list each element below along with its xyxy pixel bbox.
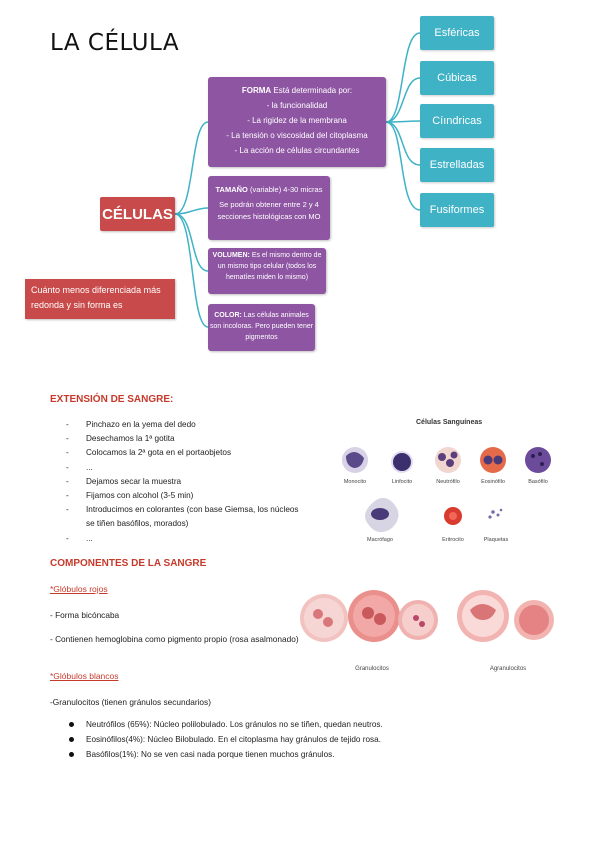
cell-label: Monocito (344, 479, 366, 485)
list-item: Neutrófilos (65%): Núcleo polilobulado. … (66, 717, 506, 732)
shape-cilindricas: Cíındricas (420, 104, 494, 138)
agranulocyte-cell-1 (457, 590, 509, 642)
list-item: Dejamos secar la muestra (66, 475, 306, 489)
extension-steps: Pinchazo en la yema del dedo Desechamos … (66, 418, 306, 546)
leukocytes-figure: Granulocitos Agranulocitos (300, 590, 554, 672)
platelets-cell (488, 508, 503, 519)
page-title: LA CÉLULA (50, 30, 180, 56)
forma-item: - La rigidez de la membrana (247, 116, 347, 125)
cell-label: Neutrófilo (436, 479, 460, 485)
blancos-line-1: -Granulocitos (tienen gránulos secundari… (50, 697, 211, 707)
lymphocyte-cell (391, 451, 413, 473)
central-node-celulas: CÉLULAS (100, 197, 175, 231)
tamano-header: TAMAÑO (variable) 4-30 micras (215, 185, 323, 194)
monocyte-cell (342, 447, 368, 473)
blood-cells-figure-title: Células Sanguíneas (416, 419, 483, 426)
color-box: COLOR: Las células animales son incolora… (208, 304, 315, 351)
rojos-line-2: - Contienen hemoglobina como pigmento pr… (50, 634, 299, 644)
shape-cubicas: Cúbicas (420, 61, 494, 95)
granulocitos-list: Neutrófilos (65%): Núcleo polilobulado. … (66, 717, 506, 762)
cell-label: Plaquetas (484, 537, 509, 543)
list-item: Pinchazo en la yema del dedo (66, 418, 306, 432)
erythrocyte-cell (444, 507, 462, 525)
forma-header: FORMA Está determinada por: (241, 86, 353, 95)
list-item: Basófilos(1%): No se ven casi nada porqu… (66, 747, 506, 762)
list-item: Eosinófilos(4%): Núcleo Bilobulado. En e… (66, 732, 506, 747)
basophil-cell (525, 447, 551, 473)
tamano-detail: Se podrán obtener entre 2 y 4 secciones … (217, 200, 321, 221)
list-item: ... (66, 461, 306, 475)
tamano-box: TAMAÑO (variable) 4-30 micras Se podrán … (208, 176, 330, 240)
forma-box: FORMA Está determinada por: - la funcion… (208, 77, 386, 167)
cell-label: Macrófago (367, 537, 393, 543)
componentes-heading: COMPONENTES DE LA SANGRE (50, 558, 207, 569)
list-item: Introducimos en colorantes (con base Gie… (66, 503, 306, 531)
shape-fusiformes: Fusiformes (420, 193, 494, 227)
eosinophil-cell (480, 447, 506, 473)
cell-label: Basófilo (528, 479, 548, 485)
cell-label: Eosinófilo (481, 479, 505, 485)
globulos-rojos-heading: *Glóbulos rojos (50, 584, 108, 594)
granulocyte-cell-1 (300, 594, 348, 642)
list-item: Fijamos con alcohol (3-5 min) (66, 489, 306, 503)
list-item: Colocamos la 2ª gota en el portaobjetos (66, 446, 306, 460)
rojos-line-1: - Forma bicóncaba (50, 610, 120, 620)
shape-esfericas: Esféricas (420, 16, 494, 50)
extension-heading: EXTENSIÓN DE SANGRE: (50, 394, 174, 405)
granulocyte-cell-3 (398, 600, 438, 640)
group-label: Granulocitos (355, 666, 389, 672)
note-box: Cuánto menos diferenciada más redonda y … (25, 279, 175, 319)
shape-estrelladas: Estrelladas (420, 148, 494, 182)
blood-cells-figure: Monocito Linfocito Neutrófilo Eosinófilo… (342, 447, 551, 543)
forma-item: - La tensión o viscosidad del citoplasma (226, 131, 368, 140)
mindmap-connectors (174, 32, 421, 328)
list-item: Desechamos la 1ª gotita (66, 432, 306, 446)
group-label: Agranulocitos (490, 666, 526, 672)
forma-item: - La acción de células circundantes (234, 146, 360, 155)
cell-label: Eritrocito (442, 537, 464, 543)
cell-label: Linfocito (392, 479, 413, 485)
globulos-blancos-heading: *Glóbulos blancos (50, 671, 119, 681)
granulocyte-cell-2 (348, 590, 400, 642)
neutrophil-cell (435, 447, 461, 473)
volumen-box: VOLUMEN: Es el mismo dentro de un mismo … (208, 248, 326, 294)
list-item: ... (66, 532, 306, 546)
agranulocyte-cell-2 (514, 600, 554, 640)
forma-item: - la funcionalidad (266, 101, 328, 110)
macrophage-cell (365, 497, 399, 533)
